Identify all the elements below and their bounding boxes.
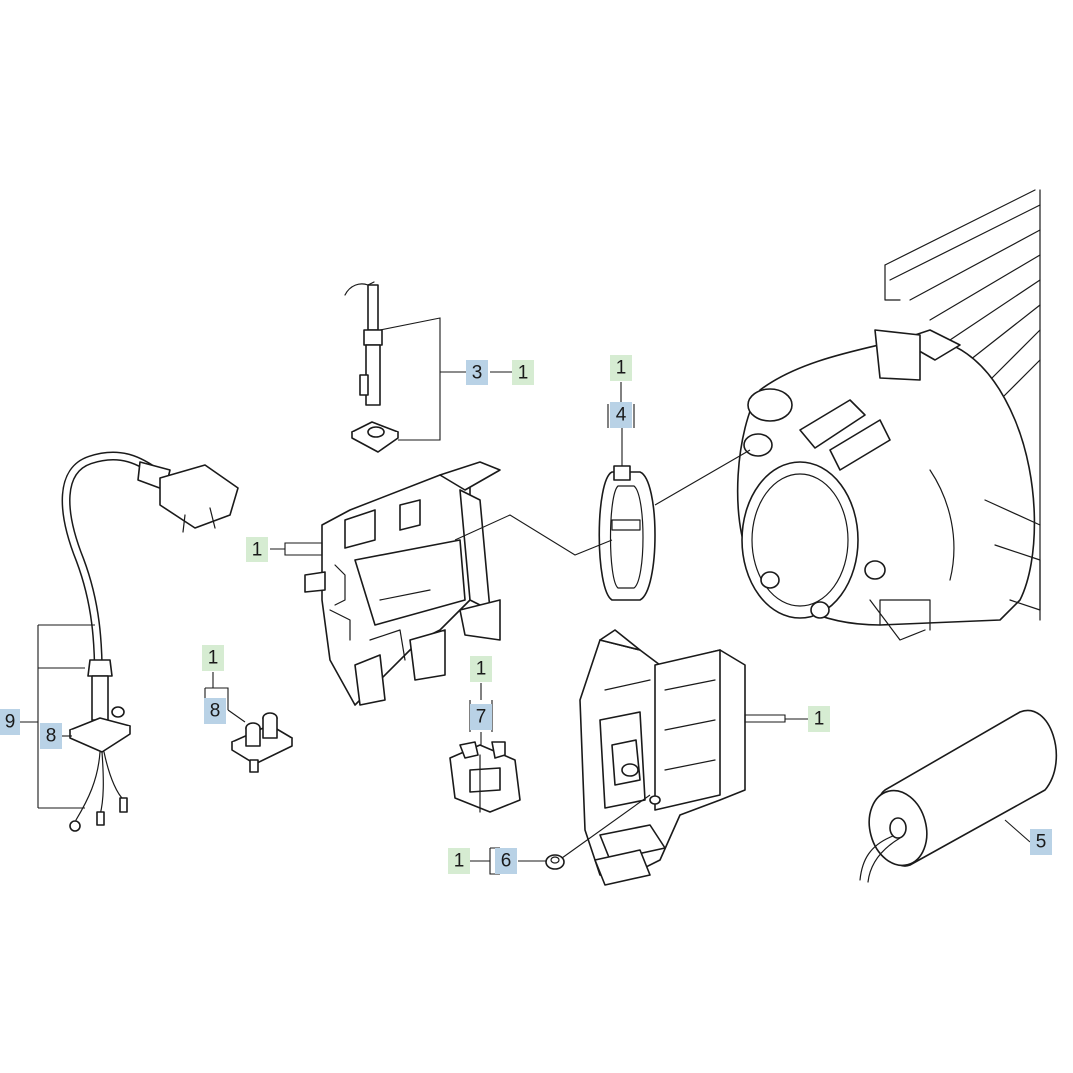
callout-qty-housing-right: 1 (808, 706, 830, 732)
callout-qty-6: 1 (448, 848, 470, 874)
callout-part-9-text: 9 (5, 712, 16, 733)
sensor-probe-icon (344, 281, 399, 453)
gasket-seal-icon (598, 465, 656, 601)
callout-part-4-text: 4 (616, 405, 627, 426)
control-housing-right-icon (579, 629, 746, 886)
callout-qty-4: 1 (610, 355, 632, 381)
callout-qty-7-text: 1 (476, 659, 487, 680)
nut-icon (545, 854, 565, 870)
control-housing-left-icon (304, 461, 501, 706)
callout-qty-8-mid-text: 1 (208, 648, 219, 669)
callout-part-7: 7 (470, 704, 492, 730)
callout-qty-housing-left: 1 (246, 537, 268, 562)
callout-part-6-text: 6 (501, 851, 512, 872)
callout-part-8-mid: 8 (204, 698, 226, 724)
callout-part-8-left: 8 (40, 723, 62, 749)
callout-part-5: 5 (1030, 829, 1052, 855)
callout-part-5-text: 5 (1036, 832, 1047, 853)
callout-qty-6-text: 1 (454, 851, 465, 872)
motor-housing-icon (736, 189, 1041, 641)
callout-part-3: 3 (466, 360, 488, 385)
callout-labels: 3 1 1 4 1 1 8 1 (0, 355, 1052, 874)
callout-qty-7: 1 (470, 656, 492, 682)
callout-qty-4-text: 1 (616, 358, 627, 379)
callout-qty-housing-right-text: 1 (814, 709, 825, 730)
callout-part-9: 9 (0, 709, 20, 735)
capacitor-icon (859, 709, 1058, 883)
callout-qty-3: 1 (512, 360, 534, 385)
callout-qty-3-text: 1 (518, 363, 529, 384)
callout-part-3-text: 3 (472, 363, 483, 384)
power-cable-icon (61, 451, 239, 832)
callout-part-8-left-text: 8 (46, 726, 57, 747)
callout-qty-housing-left-text: 1 (252, 540, 263, 561)
callout-part-8-mid-text: 8 (210, 701, 221, 722)
callout-qty-8-mid: 1 (202, 645, 224, 671)
holder-clip-icon (449, 741, 521, 813)
callout-part-4: 4 (610, 402, 632, 428)
callout-part-6: 6 (495, 848, 517, 874)
callout-part-7-text: 7 (476, 707, 487, 728)
switch-icon (231, 712, 293, 773)
